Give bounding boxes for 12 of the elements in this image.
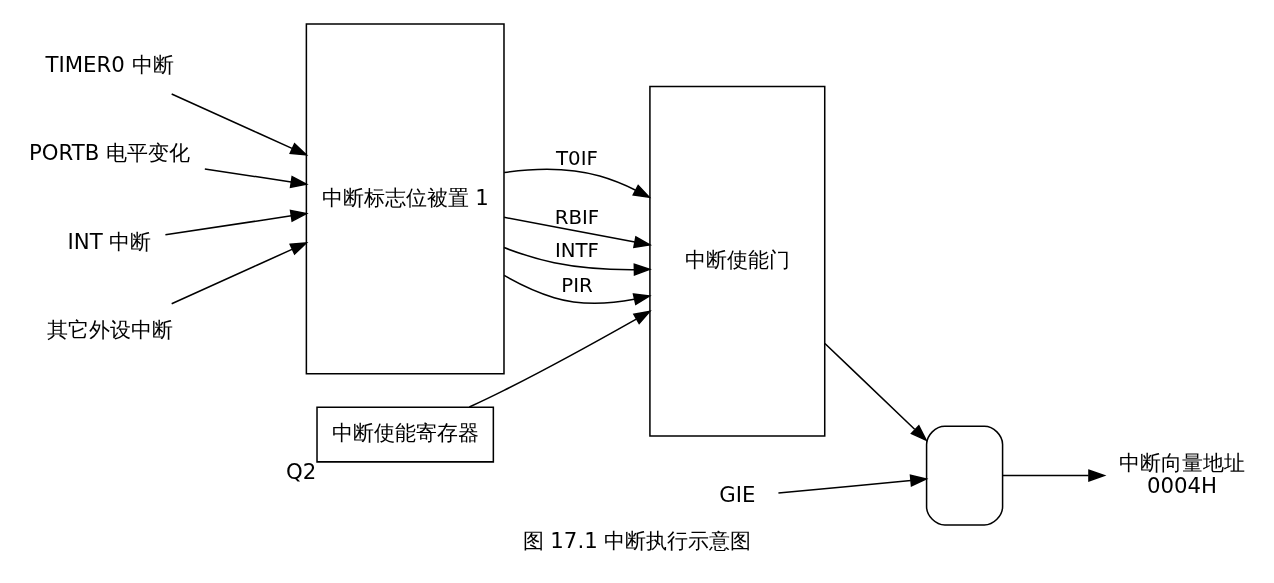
node-text: PORTB 电平变化 [28, 139, 191, 165]
node-text: 中断向量地址 0004H [1118, 449, 1245, 498]
node-text: GIE [719, 481, 756, 507]
node-text: TIMER0 中断 [45, 51, 174, 77]
edge-label: T0IF [556, 146, 598, 170]
edge-label: INTF [554, 238, 599, 262]
edge-label: RBIF [554, 205, 600, 229]
node-label: Q2 [285, 458, 317, 484]
edge-label: PIR [561, 273, 593, 297]
caption: 图 17.1 中断执行示意图 [522, 527, 752, 553]
node-text: INT 中断 [67, 228, 152, 254]
node-text: 其它外设中断 [46, 316, 173, 342]
